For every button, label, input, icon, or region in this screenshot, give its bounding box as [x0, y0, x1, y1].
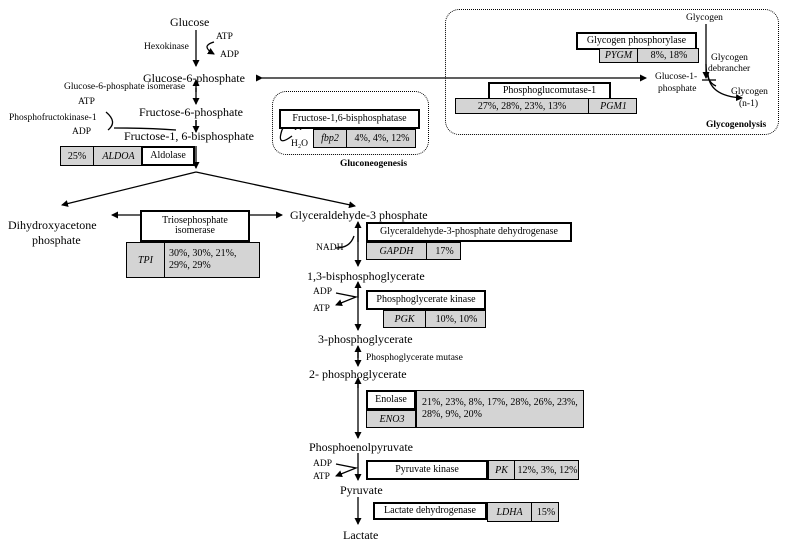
pgk-atp: ATP: [313, 304, 330, 314]
glucose-label: Glucose: [170, 15, 210, 29]
hexokinase-adp: ADP: [220, 50, 240, 60]
gapdh-values: 17%: [435, 245, 454, 257]
fbpase-gene: fbp2: [314, 130, 347, 147]
fbpase-values: 4%, 4%, 12%: [354, 133, 410, 144]
pgm1-data-bar: 27%, 28%, 23%, 13% PGM1: [455, 98, 637, 114]
ldh-gene: LDHA: [488, 503, 532, 521]
aldolase-enzyme-box: Aldolase: [141, 146, 195, 166]
ldh-values: 15%: [536, 506, 556, 518]
hexokinase-label: Hexokinase: [144, 42, 189, 52]
pk-gene: PK: [489, 461, 515, 479]
enolase-enzyme-box: Enolase: [366, 390, 416, 410]
debrancher-label-1: Glycogen: [711, 53, 748, 63]
f6p-label: Fructose-6-phosphate: [139, 105, 243, 119]
fbpase-enzyme-box: Fructose-1,6-bisphosphatase: [279, 109, 420, 129]
pgk-adp: ADP: [313, 287, 333, 297]
lactate-label: Lactate: [343, 528, 379, 542]
pgk-gene: PGK: [384, 311, 426, 327]
debrancher-label-2: debrancher: [708, 64, 751, 74]
aldolase-gene: ALDOA: [94, 147, 144, 165]
ldh-data-bar: LDHA 15%: [487, 502, 559, 522]
pyruvate-label: Pyruvate: [340, 483, 383, 497]
gluconeogenesis-h2o: H₂O: [291, 139, 309, 149]
pk-data-bar: PK 12%, 3%, 12%: [488, 460, 579, 480]
pfk-label: Phosphofructokinase-1: [9, 113, 97, 123]
hexokinase-atp: ATP: [216, 32, 233, 42]
pk-values: 12%, 3%, 12%: [517, 464, 578, 476]
pk-atp: ATP: [313, 472, 330, 482]
f16bp-label: Fructose-1, 6-bisphosphate: [124, 129, 254, 143]
pg2-label: 2- phosphoglycerate: [309, 367, 407, 381]
gluconeogenesis-region: [272, 91, 429, 155]
tpi-data-bar: TPI 30%, 30%, 21%, 29%, 29%: [126, 242, 260, 278]
enolase-data-bar: 21%, 23%, 8%, 17%, 28%, 26%, 23%, 28%, 9…: [416, 390, 584, 428]
pygm-values: 8%, 18%: [650, 50, 688, 61]
dhap-label-2: phosphate: [32, 233, 81, 247]
glycogen-n1-label-1: Glycogen: [731, 87, 768, 97]
gluconeogenesis-label: Gluconeogenesis: [340, 159, 408, 169]
g3p-label: Glyceraldehyde-3 phosphate: [290, 208, 428, 222]
pk-enzyme-box: Pyruvate kinase: [366, 460, 488, 480]
pgm1-gene: PGM1: [600, 100, 627, 112]
enolase-gene: ENO3: [379, 413, 405, 425]
g1p-label-1: Glucose-1-: [655, 72, 698, 82]
g1p-label-2: phosphate: [658, 84, 697, 94]
ldh-enzyme-box: Lactate dehydrogenase: [373, 502, 487, 520]
pfk-atp: ATP: [78, 97, 95, 107]
pgk-values: 10%, 10%: [435, 313, 478, 325]
gapdh-enzyme-box: Glyceraldehyde-3-phosphate dehydrogenase: [366, 222, 572, 242]
pygm-data-bar: PYGM 8%, 18%: [599, 48, 699, 63]
tpi-gene: TPI: [127, 243, 165, 277]
pk-adp: ADP: [313, 459, 333, 469]
pygm-gene: PYGM: [600, 49, 638, 62]
pg-mutase-label: Phosphoglycerate mutase: [366, 353, 463, 363]
isomerase-label: Glucose-6-phosphate isomerase: [64, 82, 186, 92]
nadh-label: NADH: [316, 243, 344, 253]
tpi-name-2: isomerase: [175, 225, 215, 236]
pg3-label: 3-phosphoglycerate: [318, 332, 413, 346]
glycogen-n1-label-2: (n-1): [739, 99, 758, 109]
gapdh-gene: GAPDH: [367, 243, 427, 259]
gapdh-data-bar: GAPDH 17%: [366, 242, 461, 260]
glycogen-label: Glycogen: [686, 13, 723, 23]
bpg13-label: 1,3-bisphosphoglycerate: [307, 269, 425, 283]
pgm1-values: 27%, 28%, 23%, 13%: [456, 99, 589, 113]
tpi-enzyme-box: Triosephosphate isomerase: [140, 210, 250, 242]
aldolase-values: 25%: [61, 147, 94, 165]
enolase-gene-box: ENO3: [366, 410, 416, 428]
enolase-values: 21%, 23%, 8%, 17%, 28%, 26%, 23%, 28%, 9…: [422, 396, 578, 421]
glycogenolysis-region: [445, 9, 779, 135]
pfk-adp: ADP: [72, 127, 92, 137]
tpi-name-1: Triosephosphate: [162, 214, 228, 226]
glycogenolysis-label: Glycogenolysis: [706, 120, 767, 130]
pep-label: Phosphoenolpyruvate: [309, 440, 413, 454]
fbpase-data-bar: fbp2 4%, 4%, 12%: [313, 129, 416, 148]
pgk-enzyme-box: Phosphoglycerate kinase: [366, 290, 486, 310]
tpi-values: 30%, 30%, 21%, 29%, 29%: [169, 247, 237, 272]
pgk-data-bar: PGK 10%, 10%: [383, 310, 486, 328]
g6p-label: Glucose-6-phosphate: [143, 71, 245, 85]
dhap-label-1: Dihydroxyacetone: [8, 218, 97, 232]
